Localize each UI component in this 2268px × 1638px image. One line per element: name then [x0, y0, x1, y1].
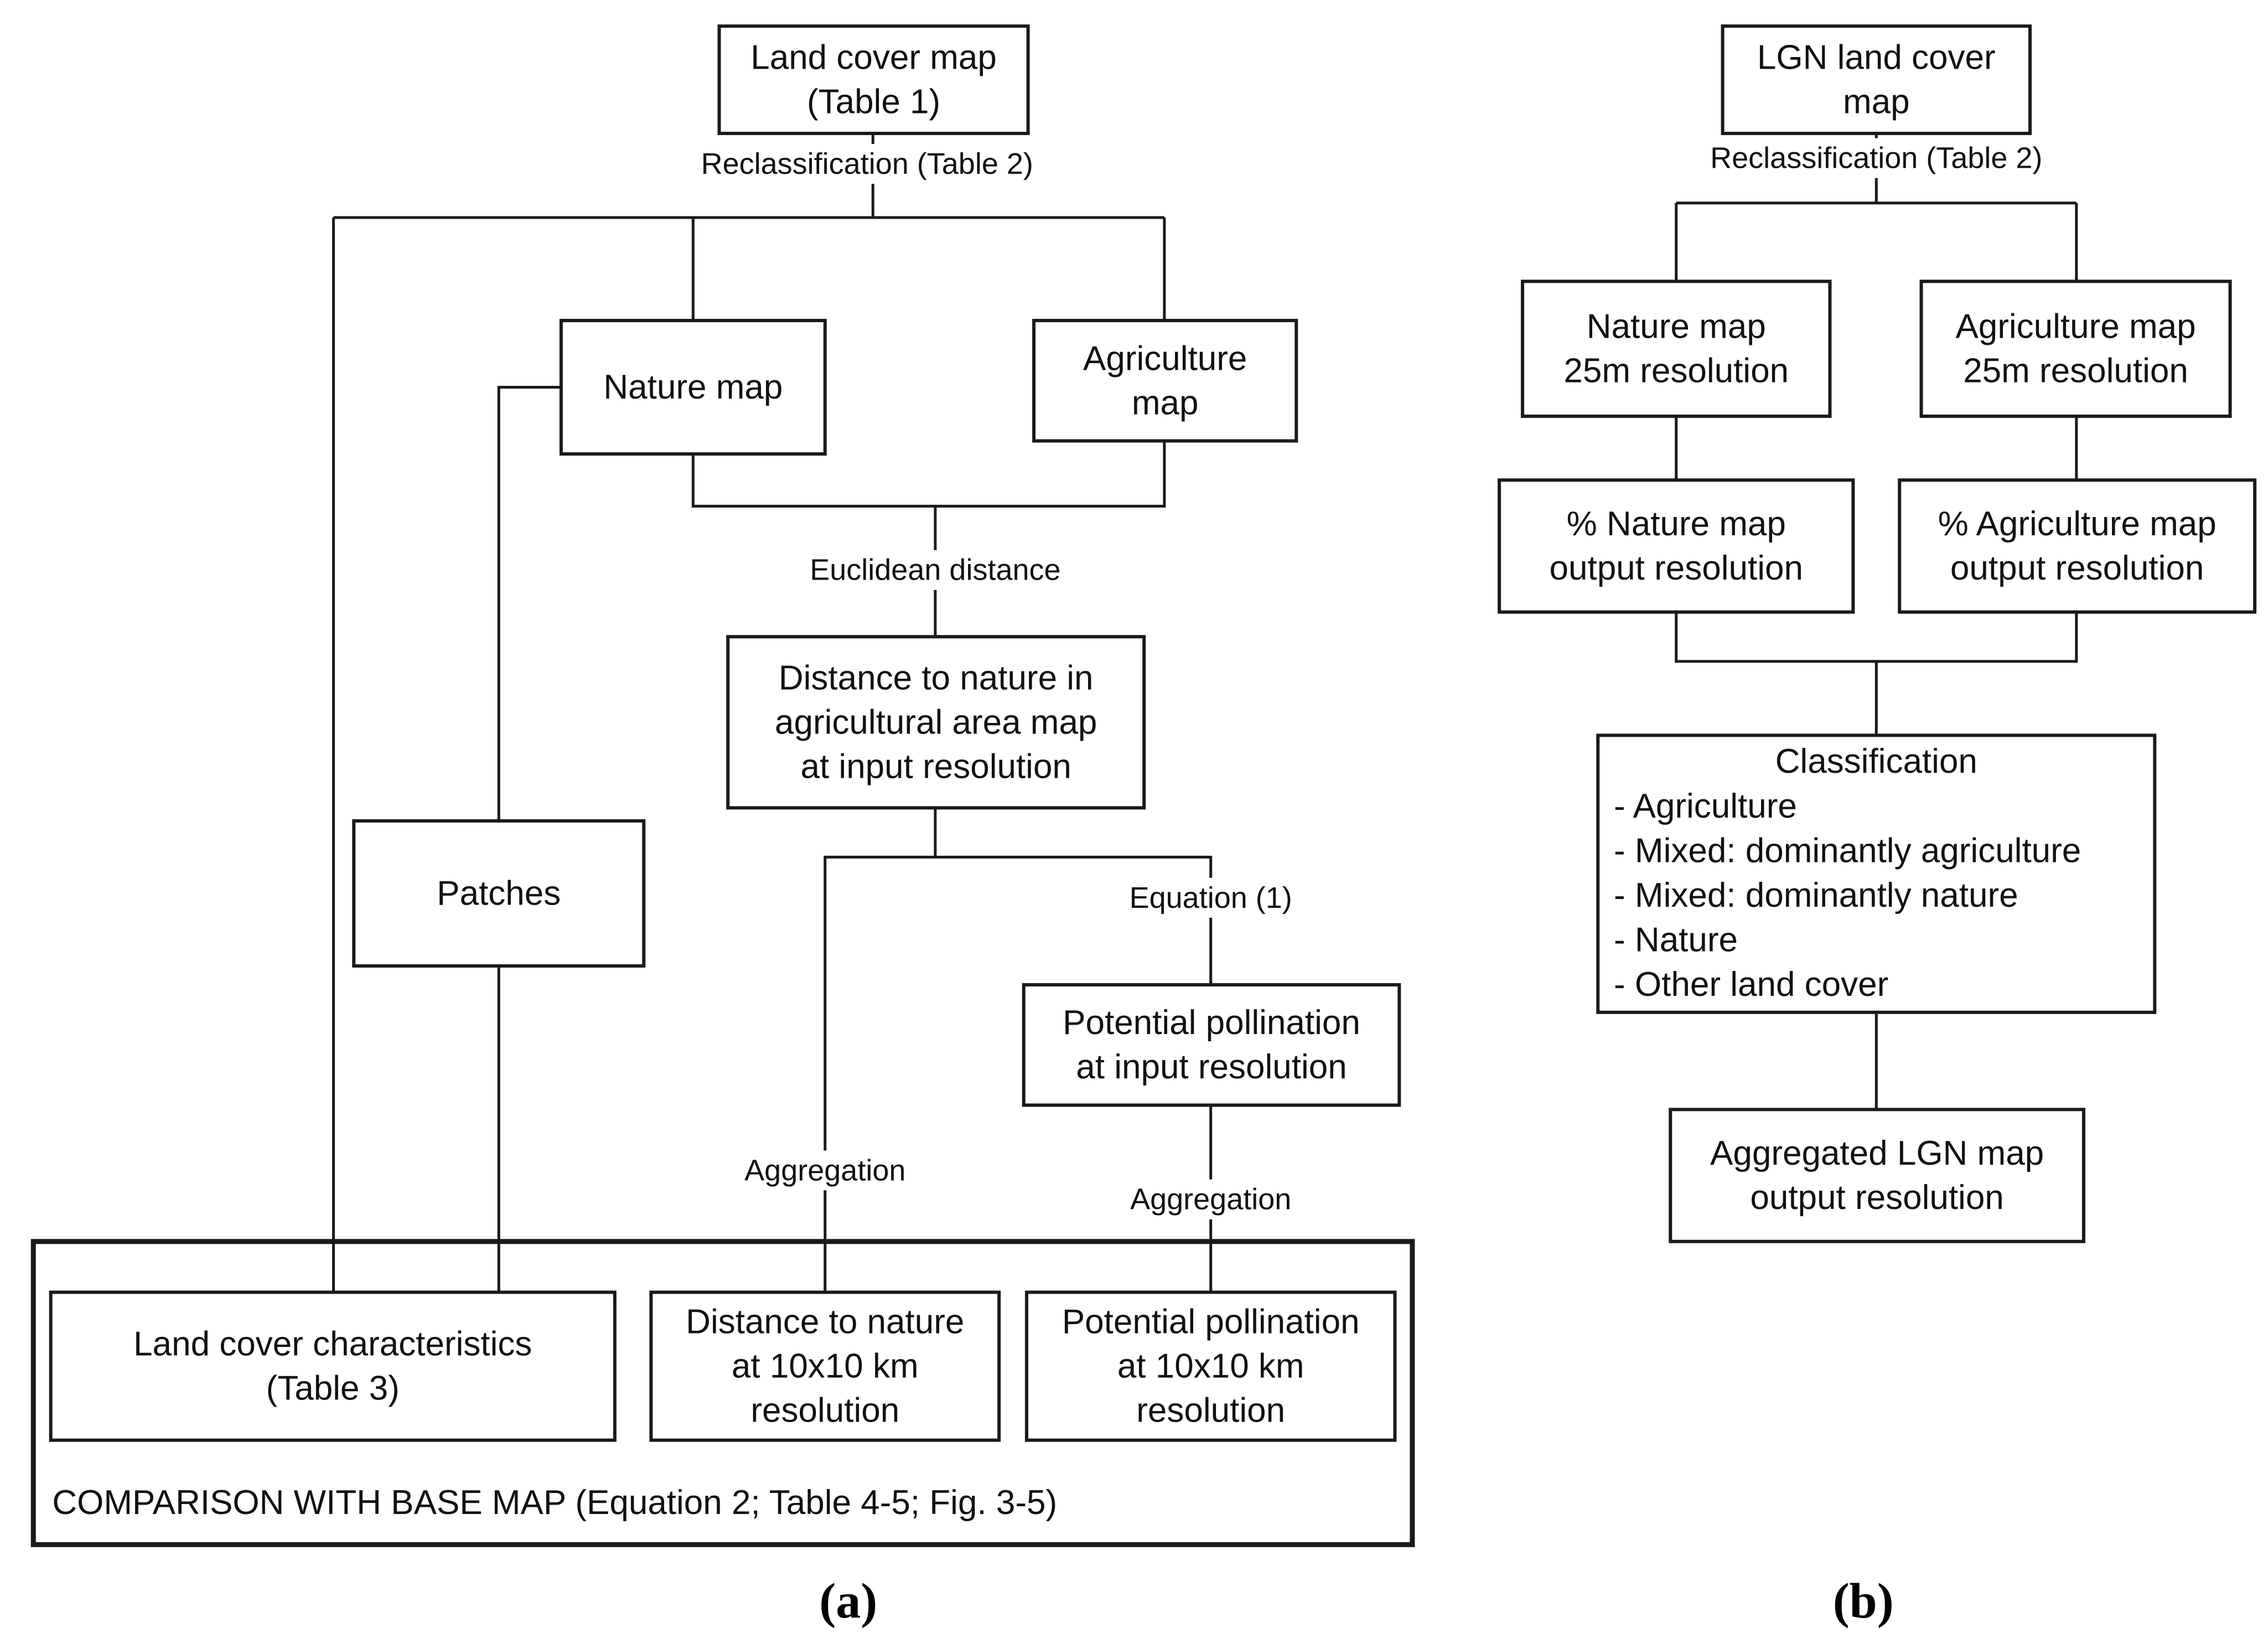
distance-10km-box-text: resolution [750, 1392, 899, 1430]
agriculture-25m-box-text: 25m resolution [1963, 352, 2188, 390]
pct-nature-box-text: output resolution [1550, 549, 1803, 587]
aggregated-lgn-box-text: Aggregated LGN map [1710, 1134, 2044, 1172]
potential-10km-box-text: resolution [1136, 1392, 1285, 1430]
classification-item: - Mixed: dominantly agriculture [1614, 832, 2081, 870]
potential-input-box-text: Potential pollination [1063, 1004, 1360, 1042]
agriculture-map-box-text: map [1132, 384, 1199, 422]
comparison-frame [30, 1239, 1415, 1547]
classification-item: - Mixed: dominantly nature [1614, 876, 2018, 914]
nature-map-box-text: Nature map [603, 368, 783, 406]
lgn-map-box-text: map [1843, 83, 1910, 121]
euclidean-distance-label: Euclidean distance [810, 554, 1060, 587]
land-cover-map-box [717, 24, 1030, 136]
reclassification-label-a: Reclassification (Table 2) [701, 147, 1033, 180]
distance-10km-box [649, 1290, 1001, 1442]
nature-25m-box [1521, 280, 1832, 418]
lgn-map-box [1721, 24, 2032, 136]
nature-map-box [559, 319, 827, 456]
pct-agriculture-box-text: output resolution [1950, 549, 2204, 587]
potential-10km-box [1024, 1290, 1397, 1442]
potential-input-box-text: at input resolution [1076, 1048, 1347, 1086]
potential-input-box [1022, 983, 1401, 1107]
caption-a: (a) [819, 1574, 877, 1629]
distance-input-box-text: agricultural area map [775, 703, 1097, 741]
distance-10km-box-text: at 10x10 km [732, 1347, 919, 1386]
edge-nature-to-patches [497, 386, 561, 821]
aggregation-label-left: Aggregation [744, 1154, 905, 1187]
aggregated-lgn-box-text: output resolution [1750, 1179, 2003, 1217]
patches-box-text: Patches [437, 874, 561, 912]
boxes: Land cover map(Table 1)Nature mapAgricul… [30, 24, 2257, 1547]
agriculture-map-box-text: Agriculture [1083, 339, 1247, 378]
pct-nature-box [1498, 478, 1855, 614]
caption-b: (b) [1833, 1574, 1894, 1629]
comparison-label: COMPARISON WITH BASE MAP (Equation 2; Ta… [52, 1484, 1057, 1522]
reclassification-label-b-bg [1706, 138, 2047, 178]
edge-pct-join [1675, 612, 2078, 663]
equation-1-label: Equation (1) [1130, 881, 1292, 914]
aggregation-label-right: Aggregation [1130, 1183, 1291, 1216]
pct-agriculture-box-text: % Agriculture map [1938, 505, 2217, 543]
classification-title: Classification [1775, 742, 1977, 781]
lgn-map-box-text: LGN land cover [1757, 39, 1996, 77]
potential-10km-box-text: Potential pollination [1062, 1303, 1360, 1341]
classification-item: - Other land cover [1614, 965, 1888, 1004]
edge-distance-to-potential [935, 855, 1213, 985]
euclidean-distance-label-bg [805, 550, 1065, 590]
agriculture-map-box [1032, 319, 1298, 443]
edge-maps-join [691, 441, 1166, 508]
potential-10km-box-text: at 10x10 km [1117, 1347, 1304, 1386]
reclassification-label-a-bg [696, 144, 1038, 184]
distance-input-box-text: Distance to nature in [779, 659, 1094, 697]
equation-1-label-bg [1125, 877, 1297, 918]
pct-nature-box-text: % Nature map [1567, 505, 1786, 543]
nature-25m-box-text: 25m resolution [1563, 352, 1789, 390]
land-cover-map-box-text: Land cover map [750, 39, 997, 77]
classification-item: - Agriculture [1614, 787, 1797, 825]
reclassification-label-b: Reclassification (Table 2) [1710, 142, 2042, 175]
agriculture-25m-box-text: Agriculture map [1955, 308, 2195, 346]
pct-agriculture-box [1898, 478, 2257, 614]
patches-box [352, 819, 646, 968]
aggregated-lgn-box [1669, 1108, 2085, 1243]
distance-10km-box-text: Distance to nature [686, 1303, 964, 1341]
distance-input-box-text: at input resolution [800, 747, 1071, 786]
classification-item: - Nature [1614, 921, 1738, 959]
aggregation-label-right-bg [1126, 1179, 1296, 1220]
land-cover-characteristics-box [49, 1290, 617, 1442]
agriculture-25m-box [1919, 280, 2232, 418]
land-cover-characteristics-box-text: Land cover characteristics [133, 1325, 532, 1363]
land-cover-map-box-text: (Table 1) [807, 83, 940, 121]
nature-25m-box-text: Nature map [1587, 308, 1766, 346]
land-cover-characteristics-box-text: (Table 3) [266, 1370, 400, 1408]
aggregation-label-left-bg [740, 1150, 910, 1191]
edge-distance-split [823, 808, 937, 1293]
labels: Reclassification (Table 2) Euclidean dist… [52, 138, 2047, 1629]
classification-box [1596, 733, 2157, 1014]
distance-input-box [726, 635, 1146, 810]
